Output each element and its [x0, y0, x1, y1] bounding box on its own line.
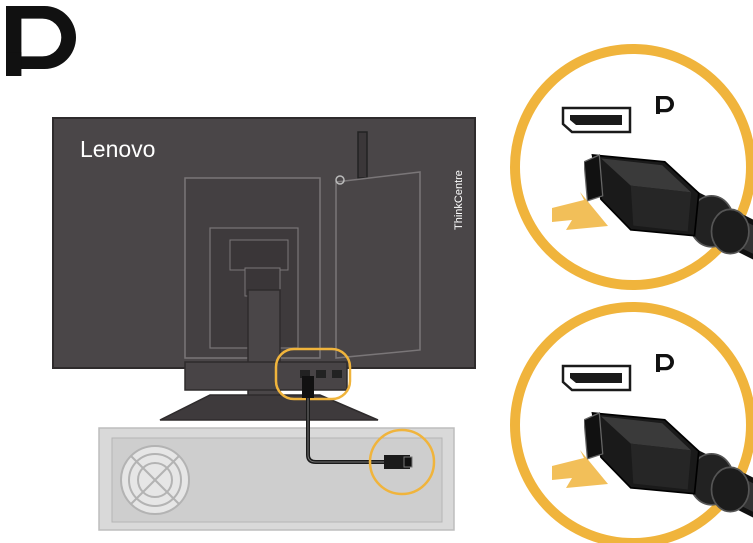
callout-top: [510, 44, 753, 290]
pc-port-highlight: [368, 428, 436, 496]
port-highlight: [274, 347, 352, 401]
monitor-back: [52, 117, 476, 421]
monitor-connector: [302, 376, 314, 398]
fan-vent-icon: [120, 445, 190, 515]
monitor-sub-brand: ThinkCentre: [453, 170, 465, 230]
monitor-brand: Lenovo: [80, 136, 155, 162]
callout-bottom: [510, 302, 753, 543]
insert-arrow-icon: [552, 192, 608, 230]
insert-arrow-icon: [552, 450, 608, 488]
displayport-logo-icon: [6, 6, 76, 76]
displayport-socket-icon: [561, 364, 632, 392]
displayport-socket-icon: [561, 106, 632, 134]
